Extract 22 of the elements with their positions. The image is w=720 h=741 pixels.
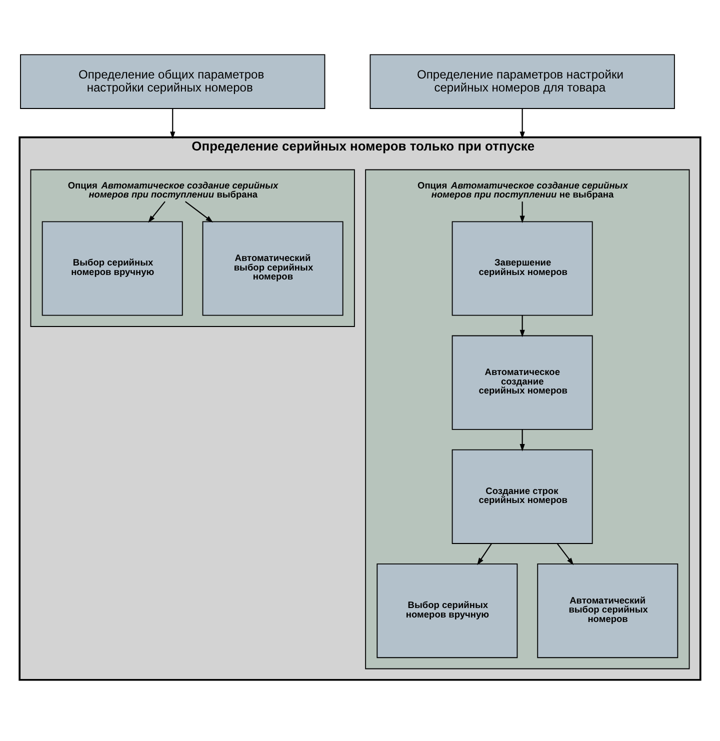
arrow bbox=[520, 201, 525, 223]
node-box: Автоматический выбор серийных номеров bbox=[202, 220, 344, 316]
node-box: Определение общих параметров настройки серийных номеров bbox=[20, 54, 326, 108]
node-text: Опция Автоматическое создание серийных номеров при поступлении выбрана bbox=[68, 180, 278, 200]
arrow bbox=[148, 200, 166, 222]
node-box: Завершение серийных номеров bbox=[452, 220, 593, 316]
node-box: Выбор серийных номеров вручную bbox=[376, 562, 518, 658]
node-box: Автоматический выбор серийных номеров bbox=[537, 562, 678, 658]
node-text: Опция Автоматическое создание серийных номеров при поступлении не выбрана bbox=[418, 180, 628, 200]
node-box: Автоматическое создание серийных номеров bbox=[452, 334, 593, 430]
cluster bbox=[365, 168, 690, 669]
node-box: Выбор серийных номеров вручную bbox=[42, 220, 183, 316]
arrow bbox=[520, 429, 525, 451]
cluster bbox=[30, 168, 355, 326]
node-box: Определение параметров настройки серийных номеров для товара bbox=[370, 54, 675, 108]
arrow bbox=[520, 108, 525, 138]
arrow bbox=[477, 542, 492, 565]
arrow bbox=[556, 542, 574, 565]
node-box: Создание строк серийных номеров bbox=[452, 448, 593, 544]
arrow bbox=[170, 108, 176, 138]
arrow bbox=[184, 200, 214, 222]
arrow bbox=[520, 314, 525, 337]
